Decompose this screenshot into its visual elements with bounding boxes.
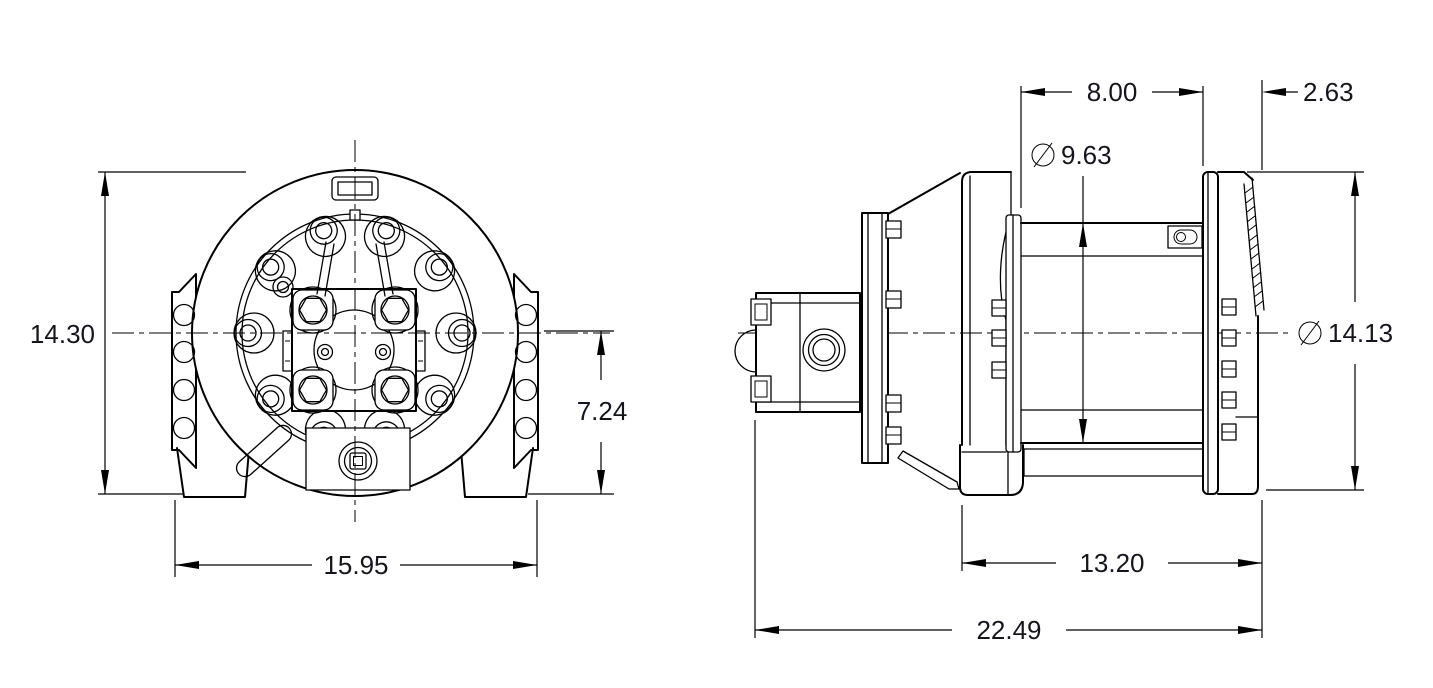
tie-rod: [1023, 448, 1204, 477]
curved-slot: [235, 424, 293, 478]
motor-mount-plate: [282, 286, 426, 414]
dim-end-offset: 2.63: [1261, 77, 1354, 170]
hydraulic-motor: [734, 292, 861, 413]
side-view: [734, 171, 1292, 496]
brace-wedge: [897, 450, 960, 490]
side-dimensions: 8.00 2.63 9.63: [754, 77, 1393, 645]
dim-text-drum-length: 8.00: [1087, 77, 1138, 107]
dim-overall-width: 15.95: [174, 500, 538, 580]
diameter-symbol: [1298, 320, 1322, 346]
dim-text-overall-height: 14.30: [30, 319, 95, 349]
ratchet-teeth-hatch: [1243, 177, 1265, 317]
motor-mounting-plate: [861, 172, 961, 490]
dim-text-end-offset: 2.63: [1303, 77, 1354, 107]
dim-overall-length: 22.49: [754, 420, 1262, 645]
ratchet-end-housing: [1217, 171, 1265, 495]
support-straps: [316, 241, 394, 297]
left-support-foot: [959, 444, 1024, 496]
dim-mounting-length: 13.20: [961, 500, 1263, 638]
dim-flange-diameter: 14.13: [1247, 171, 1393, 491]
right-drum-flange: [1202, 171, 1219, 495]
dim-drum-diameter: 9.63: [1031, 140, 1112, 443]
pilot-hole-inner: [276, 280, 290, 294]
diameter-symbol: [1031, 142, 1055, 168]
dim-centerline-to-base: 7.24: [528, 330, 628, 495]
dim-text-mounting-length: 13.20: [1079, 548, 1144, 578]
dim-text-overall-width: 15.95: [323, 550, 388, 580]
gear-housing-slope: [887, 172, 961, 215]
dim-overall-height: 14.30: [30, 171, 246, 495]
plate-bolts: [885, 220, 902, 445]
cable-anchor-pocket: [1167, 225, 1203, 249]
dim-text-drum-diameter: 9.63: [1061, 140, 1112, 170]
end-housing-bolts: [1221, 298, 1237, 441]
drain-plug-plate: [305, 427, 411, 491]
front-dimensions: 14.30 15.95 7.24: [30, 171, 628, 580]
dim-text-overall-length: 22.49: [976, 615, 1041, 645]
left-foot: [176, 447, 250, 498]
pilot-hole: [272, 276, 294, 298]
dim-text-flange-diameter: 14.13: [1328, 318, 1393, 348]
left-drum-flange: [991, 214, 1022, 453]
drum-barrel: [1020, 222, 1204, 444]
bracket-holes: [172, 303, 538, 440]
front-view: [112, 140, 610, 522]
dim-text-centerline-to-base: 7.24: [577, 396, 628, 426]
motor-port: [802, 328, 846, 372]
right-foot: [460, 447, 534, 498]
dim-drum-length: 8.00: [1020, 77, 1204, 208]
